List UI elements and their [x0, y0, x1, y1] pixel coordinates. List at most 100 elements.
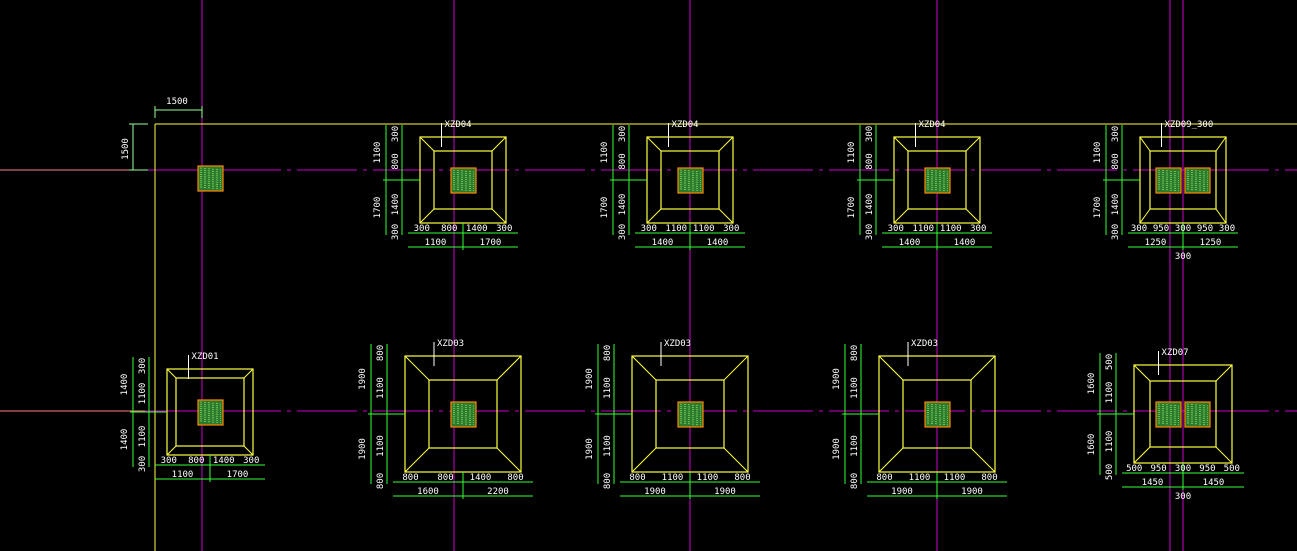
- dim-label-h-outer: 1100: [172, 470, 194, 480]
- footing-slope-line: [718, 208, 734, 224]
- dim-label-h-inner: 800: [188, 456, 204, 466]
- dim-label-h-outer: 1700: [480, 238, 502, 248]
- dim-label-v-inner: 1400: [618, 194, 628, 216]
- dim-label-v-inner: 300: [391, 126, 401, 142]
- hatch-line: [1157, 180, 1180, 183]
- dim-label-v-outer: 1600: [1087, 373, 1097, 395]
- hatch-line: [452, 169, 475, 173]
- dim-label-v-inner: 800: [603, 473, 613, 489]
- dim-label-v-inner: 1100: [603, 377, 613, 399]
- column-hatch: [1155, 401, 1182, 428]
- hatch-line: [1186, 178, 1209, 181]
- dim-label-v-outer: 1900: [358, 368, 368, 390]
- hatch-line: [679, 186, 702, 190]
- dim-label-v-outer: 1900: [832, 438, 842, 460]
- hatch-line: [452, 186, 475, 190]
- footing-slope-line: [718, 136, 734, 152]
- dim-label-h-inner: 300: [1175, 464, 1191, 474]
- dim-label-h-inner: 1400: [470, 473, 492, 483]
- footing-inner-outline: [660, 150, 720, 210]
- footing-slope-line: [243, 368, 254, 379]
- dim-label-h-outer: 1100: [425, 238, 447, 248]
- dim-label-h-inner: 800: [441, 224, 457, 234]
- dim-label-h-inner: 950: [1153, 224, 1169, 234]
- footing-tag: XZD04: [919, 120, 946, 130]
- hatch-line: [926, 409, 949, 413]
- hatch-line: [679, 416, 702, 419]
- hatch-line: [1157, 422, 1180, 426]
- column-hatch: [197, 399, 224, 426]
- hatch-line: [452, 405, 475, 409]
- footing-slope-line: [970, 447, 996, 473]
- hatch-line: [1186, 173, 1209, 177]
- dim-label-v-outer: 1700: [373, 197, 383, 219]
- column: [924, 401, 951, 428]
- hatch-line: [1186, 422, 1209, 426]
- footing-slope-line: [496, 355, 522, 381]
- hatch-line: [1186, 412, 1209, 415]
- hatch-line: [452, 416, 475, 419]
- hatch-line: [926, 175, 949, 179]
- dim-label-h-outer: 1900: [644, 487, 666, 497]
- hatch-line: [679, 184, 702, 188]
- footing-tag: XZD09_300: [1165, 120, 1214, 130]
- footing-slope-line: [1215, 364, 1233, 382]
- dim-label-v-inner: 300: [391, 224, 401, 240]
- hatch-line: [199, 167, 222, 171]
- dim-label-h-inner: 1100: [912, 224, 934, 234]
- dim-label-v-inner: 800: [850, 473, 860, 489]
- footing-slope-line: [723, 355, 749, 381]
- dim-label-h-inner: 1100: [693, 224, 715, 234]
- dim-label-v-inner: 300: [865, 224, 875, 240]
- footing-slope-line: [166, 368, 177, 379]
- footing-tag: XZD07: [1162, 348, 1189, 358]
- dim-label-v-outer: 1900: [585, 438, 595, 460]
- dim-label-h-inner: 300: [1131, 224, 1147, 234]
- column-hatch: [924, 401, 951, 428]
- dim-label-v-inner: 1100: [850, 377, 860, 399]
- corner-column: [197, 165, 224, 192]
- hatch-line: [452, 173, 475, 177]
- hatch-line: [1157, 416, 1180, 419]
- column-hatch: [450, 401, 477, 428]
- hatch-line: [926, 422, 949, 426]
- corner-dimensions: 1500 1500: [121, 97, 203, 171]
- dim-label-h-inner: 300: [496, 224, 512, 234]
- hatch-line: [199, 169, 222, 173]
- hatch-line: [1186, 418, 1209, 422]
- column-hatch: [677, 401, 704, 428]
- dim-label-v-inner: 800: [376, 345, 386, 361]
- hatch-line: [199, 186, 222, 190]
- hatch-line: [679, 409, 702, 413]
- building-boundary: [154, 123, 1297, 551]
- hatch-line: [1157, 420, 1180, 424]
- hatch-line: [1157, 182, 1180, 185]
- footing-inner-outline: [655, 379, 725, 449]
- dim-label-v-inner: 1100: [376, 377, 386, 399]
- column-hatch: [197, 165, 224, 192]
- dim-label-v-inner: 800: [618, 153, 628, 169]
- dim-label-h-outer: 1600: [417, 487, 439, 497]
- dim-label-h-inner: 1100: [944, 473, 966, 483]
- dim-label-v-inner: 1100: [850, 435, 860, 457]
- footing-slope-line: [965, 136, 981, 152]
- footing-slope-line: [404, 355, 430, 381]
- hatch-line: [452, 414, 475, 417]
- dim-label-v-inner: 300: [138, 358, 148, 374]
- dim-label-h-outer: 1900: [961, 487, 983, 497]
- dim-label-h-inner: 300: [414, 224, 430, 234]
- hatch-line: [1157, 175, 1180, 179]
- hatch-line: [452, 171, 475, 175]
- dim-label-h-inner: 1100: [909, 473, 931, 483]
- dim-label-v-outer: 1700: [1093, 197, 1103, 219]
- hatch-line: [1157, 178, 1180, 181]
- dim-label-v-inner: 1100: [376, 435, 386, 457]
- dim-label-v-inner: 300: [138, 456, 148, 472]
- hatch-line: [1157, 186, 1180, 190]
- dim-label-h-inner: 1100: [665, 224, 687, 234]
